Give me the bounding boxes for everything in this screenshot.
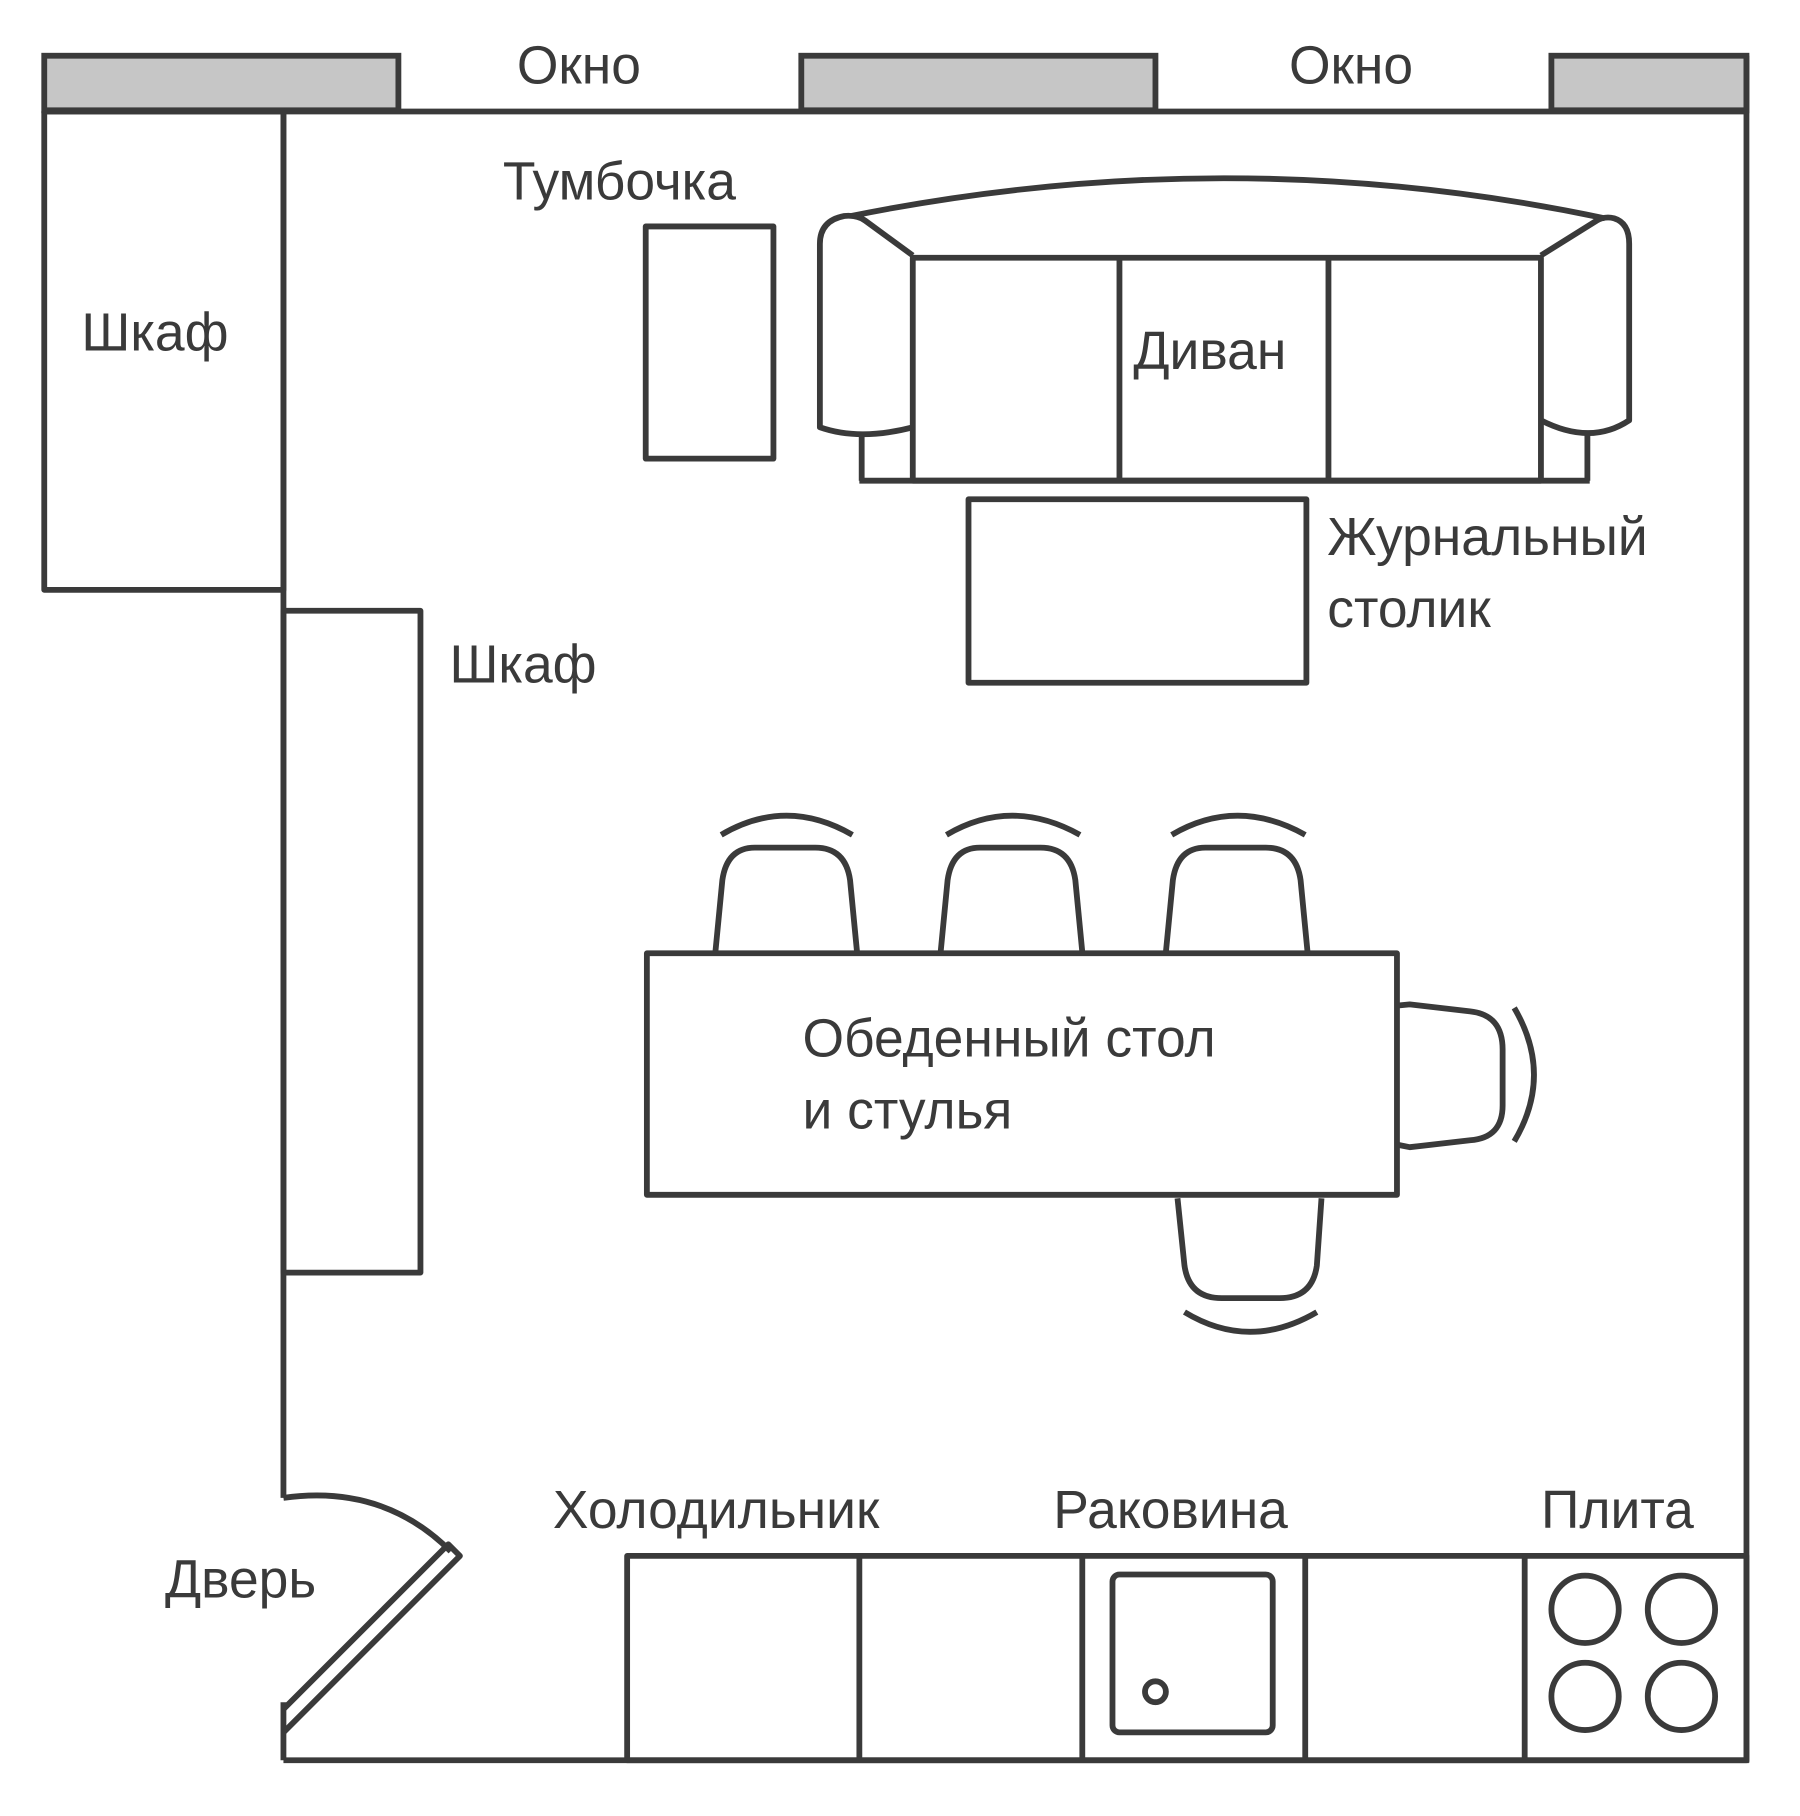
label-coffee-table-line1: Журнальный	[1327, 508, 1647, 567]
label-wardrobe-top: Шкаф	[81, 304, 228, 363]
wardrobe-top	[41, 108, 287, 593]
nightstand	[642, 223, 777, 462]
kitchen-counter-outline	[624, 1553, 1750, 1764]
wardrobe-side	[280, 607, 424, 1276]
sofa-arm-right	[1539, 214, 1633, 436]
dining-chair-top-1	[712, 812, 860, 953]
sofa-back	[850, 175, 1606, 222]
door-leaf	[281, 1541, 463, 1735]
label-coffee-table-line2: столик	[1327, 580, 1491, 639]
kitchen-counter	[624, 1553, 1750, 1764]
wall-segment-top-middle	[798, 52, 1159, 114]
sofa-arm-left	[816, 212, 915, 438]
label-sink: Раковина	[1053, 1481, 1288, 1540]
label-dining-line2: и стулья	[802, 1082, 1012, 1141]
label-nightstand: Тумбочка	[503, 153, 736, 212]
dining-chair-right	[1397, 1001, 1537, 1151]
dining-chair-top-3	[1163, 812, 1311, 953]
stove-burner-4	[1644, 1659, 1719, 1733]
stove-burner-1	[1548, 1572, 1622, 1646]
door-swing-arc	[283, 1492, 453, 1554]
sink-basin	[1109, 1571, 1276, 1736]
coffee-table	[965, 496, 1310, 686]
stove-burner-3	[1548, 1659, 1622, 1733]
dining-chair-top-2	[937, 812, 1086, 953]
dining-table	[643, 950, 1400, 1198]
label-wardrobe-side: Шкаф	[449, 636, 596, 695]
wall-segment-top-right	[1548, 52, 1750, 114]
label-fridge: Холодильник	[553, 1481, 880, 1540]
label-window-left: Окно	[517, 37, 641, 96]
sofa	[816, 175, 1633, 484]
label-stove: Плита	[1541, 1481, 1694, 1540]
sink-drain-icon	[1142, 1678, 1169, 1706]
sofa-seat	[909, 254, 1544, 484]
label-door: Дверь	[165, 1551, 316, 1610]
label-sofa: Диван	[1133, 322, 1286, 381]
dining-chair-bottom	[1174, 1197, 1325, 1335]
label-window-right: Окно	[1289, 37, 1413, 96]
door	[281, 1492, 463, 1735]
stove-burner-2	[1644, 1572, 1719, 1646]
label-dining-line1: Обеденный стол	[802, 1010, 1215, 1069]
wall-segment-top-left	[41, 52, 402, 114]
